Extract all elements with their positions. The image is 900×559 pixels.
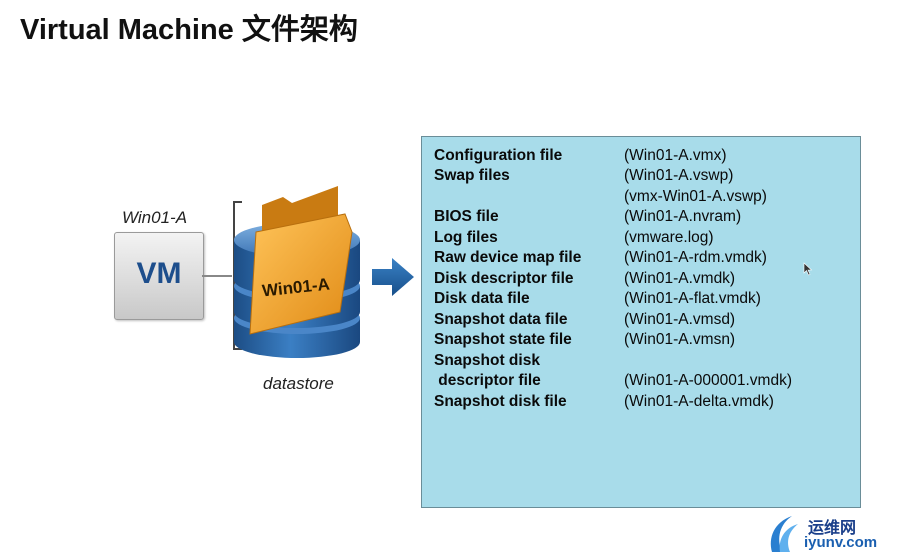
- file-type: Snapshot disk file: [434, 393, 567, 410]
- folder-icon: [249, 186, 353, 335]
- file-name: (Win01-A-000001.vmdk): [624, 372, 792, 389]
- page-title: Virtual Machine 文件架构: [20, 14, 358, 46]
- file-type: descriptor file: [434, 372, 541, 389]
- file-type: Snapshot data file: [434, 311, 568, 328]
- file-name: (Win01-A.vmsn): [624, 331, 736, 348]
- watermark: 运维网 iyunv.com: [766, 512, 900, 559]
- watermark-en: iyunv.com: [804, 534, 878, 551]
- arrow-right-icon: [372, 258, 414, 296]
- file-type: Swap files: [434, 167, 510, 184]
- file-type: Snapshot state file: [434, 331, 572, 348]
- file-type: Configuration file: [434, 147, 563, 164]
- vm-name-label: Win01-A: [122, 208, 188, 227]
- file-name: (vmware.log): [624, 229, 714, 246]
- file-type: Disk descriptor file: [434, 270, 574, 287]
- datastore-caption: datastore: [263, 374, 334, 393]
- vm-box: VM: [114, 232, 204, 320]
- file-name: (Win01-A.vmdk): [624, 270, 736, 287]
- vm-connector-line: [202, 275, 232, 277]
- file-type: Disk data file: [434, 290, 530, 307]
- file-name: (Win01-A.nvram): [624, 208, 742, 225]
- file-list-panel: Configuration file (Win01-A.vmx) Swap fil…: [421, 136, 861, 508]
- file-name: (vmx-Win01-A.vswp): [624, 188, 767, 205]
- file-name: (Win01-A-flat.vmdk): [624, 290, 761, 307]
- file-name: (Win01-A-delta.vmdk): [624, 393, 774, 410]
- file-name: (Win01-A.vmx): [624, 147, 727, 164]
- file-type: Snapshot disk: [434, 352, 540, 369]
- file-name: (Win01-A.vswp): [624, 167, 734, 184]
- file-name: (Win01-A-rdm.vmdk): [624, 249, 767, 266]
- mouse-pointer-icon: [803, 262, 813, 276]
- watermark-cn: 运维网: [808, 518, 857, 537]
- file-type: Log files: [434, 229, 498, 246]
- vm-box-label: VM: [136, 257, 182, 290]
- file-name: (Win01-A.vmsd): [624, 311, 736, 328]
- file-type: Raw device map file: [434, 249, 582, 266]
- file-type: BIOS file: [434, 208, 499, 225]
- iyunv-logo-icon: [770, 516, 798, 552]
